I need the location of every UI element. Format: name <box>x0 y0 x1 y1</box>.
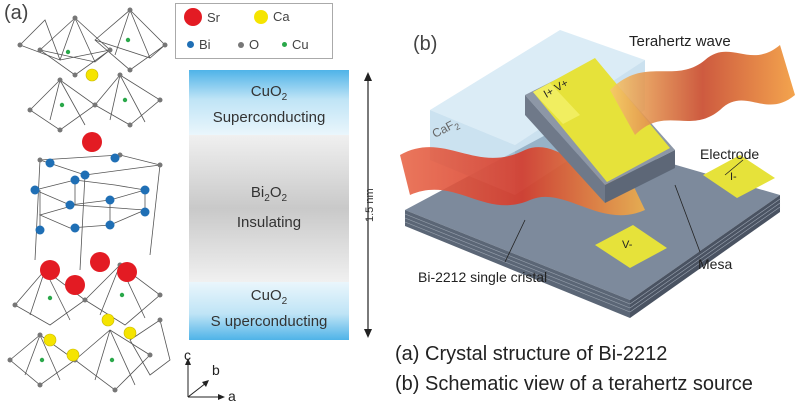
layer-mid-sub2: 2 <box>281 193 288 204</box>
legend-o-label: O <box>249 37 260 52</box>
layer-bi2o2: Bi2O2 Insulating <box>189 135 349 282</box>
layer-bottom-formula: CuO <box>250 287 282 304</box>
terahertz-wave-label: Terahertz wave <box>629 33 731 50</box>
mesa-label: Mesa <box>698 256 733 272</box>
sr-atom-icon <box>184 8 202 26</box>
layer-cuo2-bottom: CuO2 S uperconducting <box>189 282 349 340</box>
layer-mid-bi: Bi <box>250 184 265 201</box>
layer-mid-sub1: 2 <box>264 193 270 204</box>
electrode-label: Electrode <box>700 146 760 162</box>
scale-label: 1.5 nm <box>364 188 376 222</box>
terahertz-source-schematic <box>400 30 795 318</box>
layer-cuo2-top: CuO2 Superconducting <box>189 70 349 135</box>
axis-b-label: b <box>212 362 220 378</box>
layer-top-formula: CuO <box>250 83 282 100</box>
legend-cu-label: Cu <box>292 37 309 52</box>
layer-top-desc: Superconducting <box>212 109 326 126</box>
cu-atom-icon <box>282 42 287 47</box>
crystal-label: Bi-2212 single cristal <box>418 269 548 285</box>
panel-b-label: (b) <box>413 33 438 55</box>
legend-ca: Ca <box>254 9 290 24</box>
caption-a: (a) Crystal structure of Bi-2212 <box>395 343 668 365</box>
layer-mid-desc: Insulating <box>236 214 302 231</box>
bi-atom-icon <box>187 41 194 48</box>
legend-sr-label: Sr <box>207 9 220 25</box>
layer-mid-o: O <box>269 184 282 201</box>
crystal-structure-diagram <box>7 7 171 393</box>
pad-right-label: I- <box>730 171 737 183</box>
panel-a-label: (a) <box>4 2 29 24</box>
legend-ca-label: Ca <box>273 9 290 24</box>
o-atom-icon <box>238 41 244 48</box>
legend-o: O <box>238 37 259 52</box>
legend-bi-label: Bi <box>199 37 211 52</box>
axis-c-label: c <box>184 347 191 363</box>
layer-bottom-sub: 2 <box>281 296 288 307</box>
ca-atom-icon <box>254 9 268 24</box>
legend: Sr Ca Bi O Cu <box>175 3 333 59</box>
crystal-axes <box>185 358 225 400</box>
axis-a-label: a <box>228 388 236 404</box>
layer-top-sub: 2 <box>281 92 288 103</box>
legend-sr: Sr <box>184 8 220 26</box>
scale-arrow <box>364 72 372 338</box>
layer-bottom-desc: S uperconducting <box>210 313 328 330</box>
legend-bi: Bi <box>187 37 211 52</box>
pad-bottom-label: V- <box>622 239 633 251</box>
caption-b: (b) Schematic view of a terahertz source <box>395 373 753 395</box>
legend-cu: Cu <box>282 37 309 52</box>
